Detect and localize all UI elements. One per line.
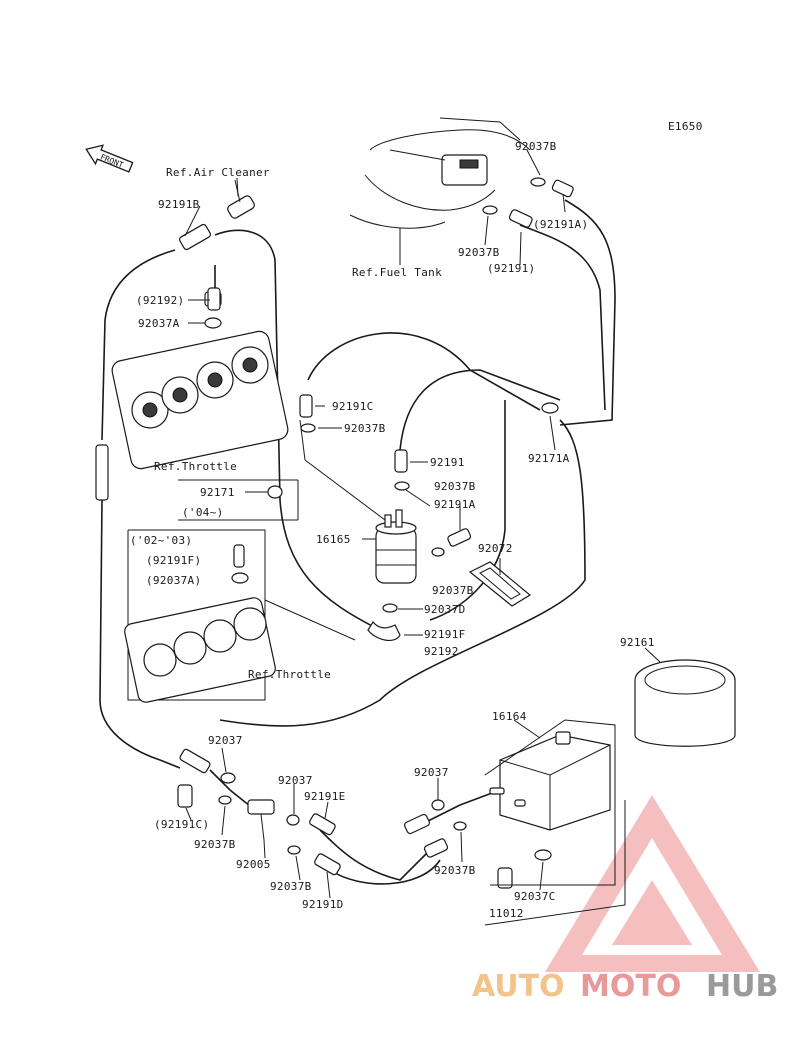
- front-arrow-icon: FRONT: [85, 144, 134, 173]
- label-92191E: 92191E: [304, 790, 346, 803]
- label-92037A: 92037A: [138, 317, 180, 330]
- label-92191F-paren: (92191F): [146, 554, 201, 567]
- label-92037B-right: 92037B: [434, 864, 476, 877]
- label-16165: 16165: [316, 533, 351, 546]
- watermark-logo: [545, 795, 760, 972]
- hose-pieces: [95, 179, 574, 889]
- label-92037D: 92037D: [424, 603, 466, 616]
- label-92072: 92072: [478, 542, 513, 555]
- label-04: ('04~): [182, 506, 224, 519]
- label-16164: 16164: [492, 710, 527, 723]
- hose-lines: [99, 199, 616, 885]
- label-92191C-paren: (92191C): [154, 818, 209, 831]
- label-92037-left: 92037: [208, 734, 243, 747]
- label-92037A-paren: (92037A): [146, 574, 201, 587]
- label-92191B: 92191B: [158, 198, 200, 211]
- clamps: [218, 177, 559, 861]
- watermark-moto: MOTO: [580, 969, 681, 1004]
- label-92192: 92192: [424, 645, 459, 658]
- label-11012: 11012: [489, 907, 524, 920]
- label-92191-paren: (92191): [487, 262, 535, 275]
- label-92192-paren: (92192): [136, 294, 184, 307]
- label-92037B-top: 92037B: [515, 140, 557, 153]
- joint-92005: [247, 799, 275, 841]
- label-92037B-low: 92037B: [432, 584, 474, 597]
- air-cleaner-fitting: [179, 179, 255, 251]
- leader-lines: [178, 149, 566, 899]
- label-92037-mid: 92037: [278, 774, 313, 787]
- label-92037B-filter: 92037B: [434, 480, 476, 493]
- label-ref-throttle-bottom: Ref.Throttle: [248, 668, 331, 681]
- label-02-03: ('02~'03): [130, 534, 192, 547]
- label-92037B-left: 92037B: [194, 838, 236, 851]
- label-92037B-mid: 92037B: [344, 422, 386, 435]
- label-92191C-mid: 92191C: [332, 400, 374, 413]
- diagram-code: E1650: [668, 120, 703, 133]
- watermark-text: AUTO MOTO HUB: [472, 969, 778, 1004]
- fuel-separator-16165: [375, 509, 417, 584]
- gasket-92072: [468, 561, 532, 607]
- label-ref-air-cleaner: Ref.Air Cleaner: [166, 166, 270, 179]
- label-92005: 92005: [236, 858, 271, 871]
- label-92037-right: 92037: [414, 766, 449, 779]
- canister-16164: [484, 719, 626, 926]
- watermark-auto: AUTO: [472, 969, 565, 1004]
- label-92161: 92161: [620, 636, 655, 649]
- label-92037B-tank: 92037B: [458, 246, 500, 259]
- throttle-body-top: [111, 291, 289, 470]
- label-92191-mid: 92191: [430, 456, 465, 469]
- filter-element-92161: [634, 647, 736, 747]
- label-92191A-paren: (92191A): [533, 218, 588, 231]
- label-92171A: 92171A: [528, 452, 570, 465]
- label-92037C: 92037C: [514, 890, 556, 903]
- part-labels: Ref.Air Cleaner Ref.Fuel Tank Ref.Thrott…: [130, 140, 655, 920]
- label-92171: 92171: [200, 486, 235, 499]
- label-92191F: 92191F: [424, 628, 466, 641]
- label-ref-fuel-tank: Ref.Fuel Tank: [352, 266, 442, 279]
- label-92037B-bot: 92037B: [270, 880, 312, 893]
- label-ref-throttle-top: Ref.Throttle: [154, 460, 237, 473]
- label-92191A-mid: 92191A: [434, 498, 476, 511]
- fuel-tank-sketch: [349, 117, 531, 265]
- label-92191D: 92191D: [302, 898, 344, 911]
- watermark-hub: HUB: [706, 969, 778, 1004]
- throttle-body-bottom: [124, 529, 356, 703]
